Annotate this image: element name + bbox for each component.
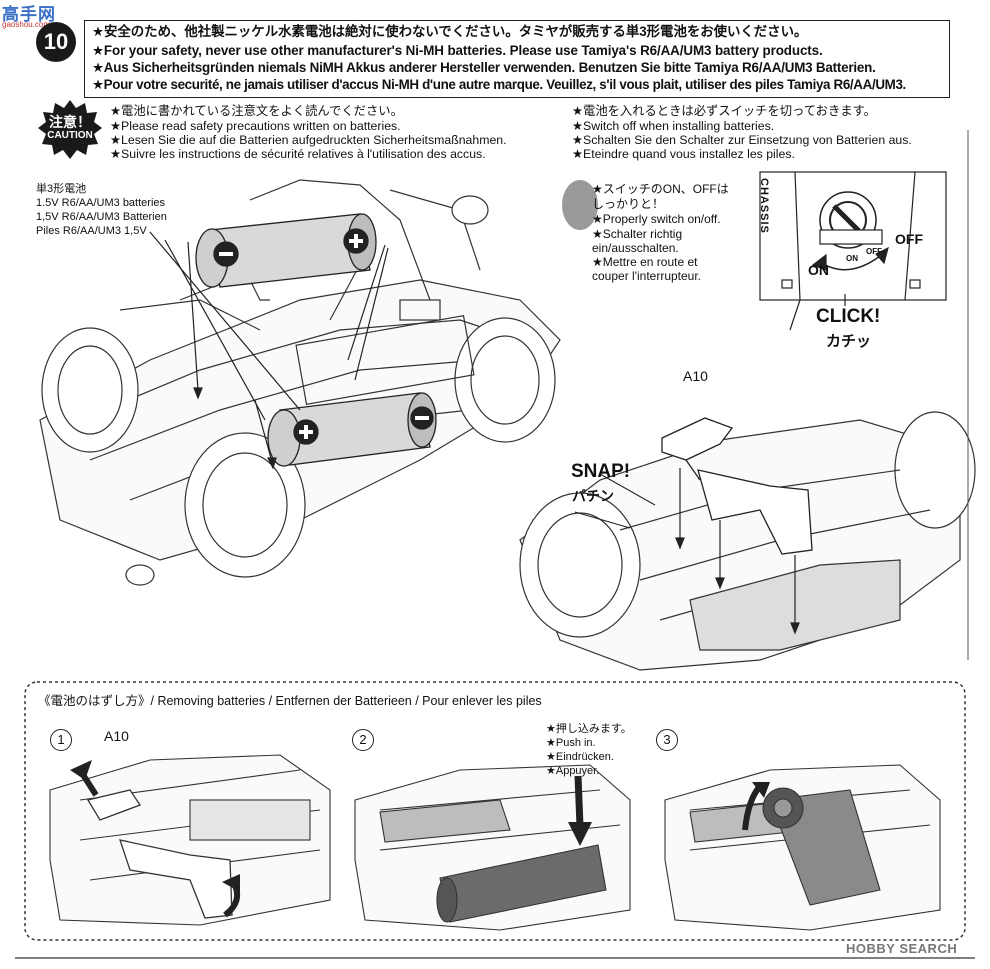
step-number: 10 <box>43 29 69 54</box>
right-chassis-drawing <box>519 411 976 671</box>
part-a10-label: A10 <box>683 368 708 384</box>
wheel-front-left <box>41 327 139 453</box>
switch-off-small: OFF <box>866 247 882 256</box>
step-1-circle: 1 <box>50 729 72 751</box>
grey-dot-decor <box>562 180 598 230</box>
battery-label-jp: 単3形電池 <box>36 183 87 195</box>
switch-detail <box>759 171 947 301</box>
removing-title: 《電池のはずし方》/ Removing batteries / Entferne… <box>38 694 542 708</box>
battery-label-fr: Piles R6/AA/UM3 1,5V <box>36 225 147 237</box>
a10-part-right <box>661 417 813 555</box>
caution-right-jp: ★電池を入れるときは必ずスイッチを切っておきます。 <box>572 104 876 118</box>
watermark-text: 高手网 <box>2 5 56 24</box>
click-label: CLICK! <box>816 306 881 327</box>
wheel-front-right <box>454 317 556 443</box>
caution-right-fr: ★Eteindre quand vous installez les piles… <box>572 147 795 161</box>
caution-right-en: ★Switch off when installing batteries. <box>572 119 775 133</box>
switch-note-5: ein/ausschalten. <box>592 241 679 255</box>
switch-note-3: ★Properly switch on/off. <box>592 212 721 226</box>
battery-label-en: 1.5V R6/AA/UM3 batteries <box>36 197 166 209</box>
removal-step-2-drawing <box>354 764 631 931</box>
push-in-fr: ★Appuyer. <box>546 765 600 777</box>
snap-label: SNAP! <box>571 461 631 482</box>
chassis-label: CHASSIS <box>758 178 770 234</box>
step-1-part-label: A10 <box>104 728 129 744</box>
warning-line-en: ★For your safety, never use other manufa… <box>92 43 823 58</box>
switch-on-small: ON <box>846 254 858 263</box>
caution-left-de: ★Lesen Sie die auf die Batterien aufgedr… <box>110 133 507 147</box>
caution-jp: 注意！ <box>49 114 91 130</box>
watermark-url: gaoshou.com <box>2 20 51 29</box>
caution-left-en: ★Please read safety precautions written … <box>110 119 401 133</box>
caution-left-jp: ★電池に書かれている注意文をよく読んでください。 <box>110 104 403 118</box>
snap-label-jp: パチン <box>572 488 614 504</box>
caution-burst-icon <box>38 100 102 159</box>
battery-label-de: 1,5V R6/AA/UM3 Batterien <box>36 211 167 223</box>
caution-left-fr: ★Suivre les instructions de sécurité rel… <box>110 147 486 161</box>
removal-step-3-drawing <box>664 764 941 931</box>
switch-note-7: couper l'interrupteur. <box>592 269 702 283</box>
switch-on-label: ON <box>808 262 829 278</box>
switch-off-label: OFF <box>895 231 923 247</box>
step-2-circle: 2 <box>352 729 374 751</box>
click-label-jp: カチッ <box>826 333 872 350</box>
switch-note-1: ★スイッチのON、OFFは <box>592 182 729 196</box>
battery-top <box>195 213 377 288</box>
switch-note-6: ★Mettre en route et <box>592 255 698 269</box>
insert-arrow-1 <box>187 241 199 391</box>
caution-en: CAUTION <box>47 130 93 141</box>
caution-right-de: ★Schalten Sie den Schalter zur Einsetzun… <box>572 133 912 147</box>
push-in-en: ★Push in. <box>546 737 596 749</box>
switch-note-2: しっかりと！ <box>592 197 665 211</box>
push-in-jp: ★押し込みます。 <box>546 723 632 735</box>
warning-line-fr: ★Pour votre securité, ne jamais utiliser… <box>92 77 906 92</box>
caution-badge: 注意！ CAUTION <box>38 100 102 160</box>
step-3-circle: 3 <box>656 729 678 751</box>
warning-line-de: ★Aus Sicherheitsgründen niemals NiMH Akk… <box>92 60 876 75</box>
switch-note-4: ★Schalter richtig <box>592 227 683 241</box>
push-in-de: ★Eindrücken. <box>546 751 614 763</box>
removal-step-1-drawing <box>49 754 331 926</box>
hobby-search-logo: HOBBY SEARCH <box>846 941 958 956</box>
step-number-badge: 10 <box>36 22 76 62</box>
battery-bottom <box>267 392 437 467</box>
warning-box <box>84 20 950 98</box>
warning-line-jp: ★安全のため、他社製ニッケル水素電池は絶対に使わないでください。タミヤが販売する… <box>92 24 808 39</box>
watermark-logo: 高手网 gaoshou.com <box>0 0 70 30</box>
